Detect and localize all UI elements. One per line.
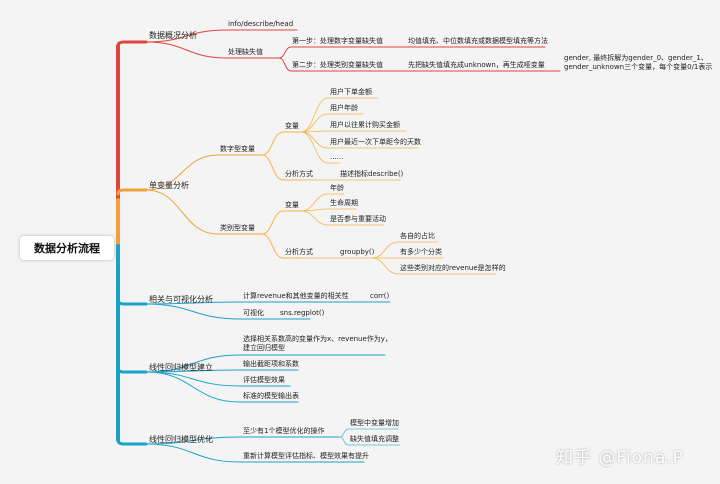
node-step1-note[interactable]: 均值填充、中位数填充或数据模型填充等方法 <box>408 37 548 45</box>
node-category-method[interactable]: 分析方式 <box>285 248 313 256</box>
node-opt-sub[interactable]: 缺失值填充调整 <box>350 435 399 443</box>
node-univariate[interactable]: 单变量分析 <box>149 181 189 190</box>
node-groupby-item[interactable]: 有多少个分类 <box>400 248 442 256</box>
connector <box>300 97 379 133</box>
connector <box>145 41 280 59</box>
connector <box>278 57 402 72</box>
node-visualize[interactable]: 可视化 <box>243 309 264 317</box>
connector <box>261 233 302 259</box>
node-overview[interactable]: 数据概况分析 <box>149 31 197 40</box>
node-num-item[interactable]: 用户年龄 <box>330 104 358 112</box>
spine-blue <box>116 366 148 374</box>
node-step2[interactable]: 第二步：处理类别变量缺失值 <box>292 61 383 69</box>
node-regression-item[interactable]: 评估模型效果 <box>243 376 285 384</box>
watermark: 知乎 @Fiona.P <box>556 448 684 468</box>
node-cat-item[interactable]: 生命周期 <box>330 199 358 207</box>
connector <box>371 241 439 259</box>
connector <box>145 189 263 235</box>
spine-blue <box>116 438 148 446</box>
connector <box>278 46 402 59</box>
connector <box>145 354 386 373</box>
node-at-least-one[interactable]: 至少有1个模型优化的操作 <box>243 427 325 435</box>
connector <box>339 428 399 438</box>
node-step1[interactable]: 第一步：处理数字变量缺失值 <box>292 37 383 45</box>
connector <box>300 113 364 133</box>
node-groupby-item[interactable]: 这些类别对应的revenue是怎样的 <box>400 264 506 272</box>
node-cat-item[interactable]: 是否参与重要活动 <box>330 215 386 223</box>
node-category-vars[interactable]: 类别型变量 <box>220 224 255 232</box>
node-num-item[interactable]: 用户最近一次下单距今的天数 <box>330 138 421 146</box>
node-num-item[interactable]: 用户以往累计购买金额 <box>330 121 400 129</box>
connector <box>145 303 311 320</box>
connector <box>261 131 302 156</box>
connector <box>145 154 263 191</box>
connector <box>145 371 299 403</box>
connector <box>300 130 407 133</box>
root-node[interactable]: 数据分析流程 <box>20 236 114 260</box>
connector <box>261 210 302 235</box>
node-groupby[interactable]: groupby() <box>340 248 375 256</box>
node-corr-calc[interactable]: 计算revenue和其他变量的相关性 <box>243 292 349 300</box>
node-describe[interactable]: 描述指标describe() <box>340 170 404 178</box>
connector <box>145 371 291 387</box>
node-missing-values[interactable]: 处理缺失值 <box>228 48 263 56</box>
node-numeric-method[interactable]: 分析方式 <box>285 170 313 178</box>
connector <box>371 257 497 275</box>
connector <box>300 193 345 212</box>
connector <box>300 210 385 226</box>
node-cat-item[interactable]: 年龄 <box>330 184 344 192</box>
node-step2-note[interactable]: 先把缺失值填充成unknown，再生成哑变量 <box>408 61 545 69</box>
connector <box>339 436 401 446</box>
node-step2-detail[interactable]: gender, 最终拆解为gender_0、gender_1、gender_un… <box>564 54 713 71</box>
node-corr-func[interactable]: corr() <box>370 292 390 300</box>
node-info-describe-head[interactable]: info/describe/head <box>228 20 294 28</box>
connector <box>145 369 299 373</box>
spine-red <box>116 40 148 48</box>
connector <box>261 154 302 181</box>
node-regression-item[interactable]: 选择相关系数高的变量作为x、revenue作为y，建立回归模型 <box>243 335 392 352</box>
node-regression-item[interactable]: 标准的模型输出表 <box>243 392 299 400</box>
spine-orange <box>116 188 148 196</box>
connector <box>300 208 357 212</box>
node-num-item[interactable]: 用户下单金额 <box>330 88 372 96</box>
node-category-variables[interactable]: 变量 <box>285 201 299 209</box>
connector <box>145 436 341 445</box>
node-regplot[interactable]: sns.regplot() <box>280 309 325 317</box>
node-recalc[interactable]: 重新计算模型评估指标、模型效果有提升 <box>243 452 369 460</box>
node-regression[interactable]: 线性回归模型建立 <box>149 363 213 372</box>
connector <box>145 443 365 463</box>
node-numeric-variables[interactable]: 变量 <box>285 122 299 130</box>
node-num-item[interactable]: ...... <box>330 153 344 161</box>
node-numeric-vars[interactable]: 数字型变量 <box>220 145 255 153</box>
node-optimization[interactable]: 线性回归模型优化 <box>149 435 213 444</box>
node-regression-item[interactable]: 输出截距项和系数 <box>243 360 299 368</box>
connector <box>145 29 298 43</box>
node-opt-sub[interactable]: 模型中变量增加 <box>350 419 399 427</box>
node-correlation[interactable]: 相关与可视化分析 <box>149 295 213 304</box>
node-groupby-item[interactable]: 各自的占比 <box>400 232 435 240</box>
spine-blue <box>116 298 148 306</box>
connector <box>145 301 391 305</box>
connector <box>300 131 341 164</box>
